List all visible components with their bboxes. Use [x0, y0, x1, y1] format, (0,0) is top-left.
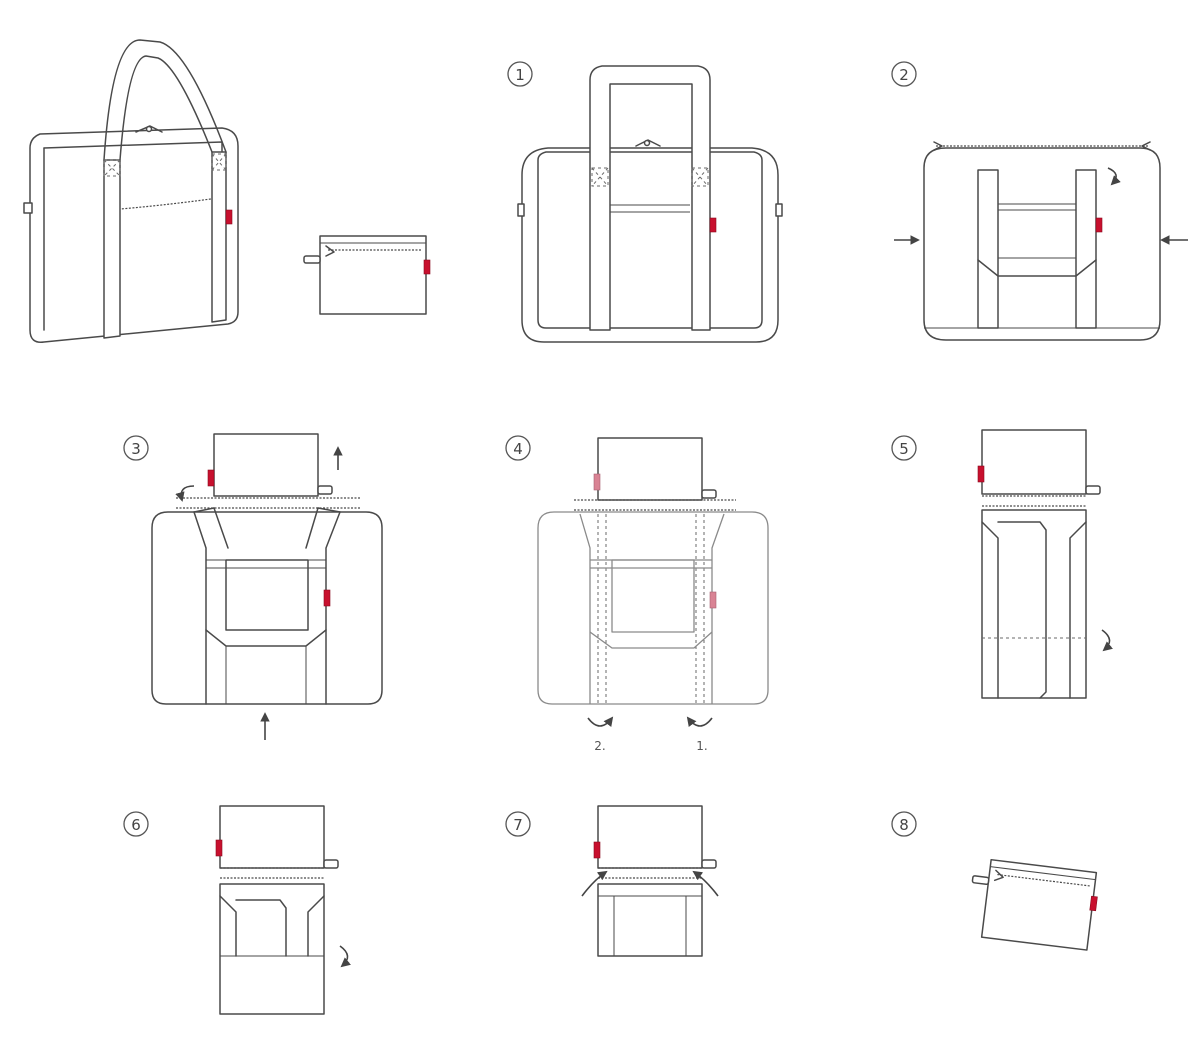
step-4-badge: 4 [505, 435, 531, 461]
curved-arrow-icon [581, 870, 608, 897]
curved-arrow-icon [1107, 167, 1121, 186]
step-6-number: 6 [131, 816, 141, 834]
step-8-diagram [971, 858, 1098, 951]
step-6-diagram [215, 805, 351, 1015]
step-5-number: 5 [899, 440, 909, 458]
step-4-sublabel-1: 1. [696, 739, 707, 753]
brand-tag-icon [593, 473, 601, 491]
brand-tag-icon [977, 465, 985, 483]
curved-arrow-icon [587, 716, 614, 728]
step-3-badge: 3 [123, 435, 149, 461]
curved-arrow-icon [339, 945, 351, 968]
curved-arrow-icon [686, 716, 713, 728]
step-2-diagram [894, 141, 1188, 341]
step-2-number: 2 [899, 66, 909, 84]
zipper-pull-icon [635, 139, 661, 147]
curved-arrow-icon [175, 485, 195, 502]
brand-tag-icon [215, 839, 223, 857]
brand-tag-icon [423, 259, 431, 275]
zipper-pull-icon [135, 125, 163, 133]
step-7-badge: 7 [505, 811, 531, 837]
brand-tag-icon [1095, 217, 1103, 233]
brand-tag-icon [207, 469, 215, 487]
brand-tag-icon [709, 217, 717, 233]
curved-arrow-icon [692, 870, 719, 897]
brand-tag-icon [225, 209, 233, 225]
step-8-number: 8 [899, 816, 909, 834]
step-4-sublabel-2: 2. [594, 739, 605, 753]
step-6-badge: 6 [123, 811, 149, 837]
step-8-badge: 8 [891, 811, 917, 837]
step-7-number: 7 [513, 816, 523, 834]
step-1-number: 1 [515, 66, 525, 84]
step-5-badge: 5 [891, 435, 917, 461]
curved-arrow-icon [1101, 629, 1113, 652]
step-7-diagram [581, 805, 719, 957]
step-5-diagram [977, 429, 1113, 699]
overview-open-bag [23, 39, 239, 343]
step-4-number: 4 [513, 440, 523, 458]
step-3-number: 3 [131, 440, 141, 458]
brand-tag-icon [593, 841, 601, 859]
step-3-diagram [151, 433, 383, 740]
step-2-badge: 2 [891, 61, 917, 87]
brand-tag-icon [1089, 895, 1098, 912]
brand-tag-icon [323, 589, 331, 607]
step-1-badge: 1 [507, 61, 533, 87]
overview-folded-pouch [303, 235, 431, 315]
step-4-diagram: 2. 1. [537, 437, 769, 753]
brand-tag-icon [709, 591, 717, 609]
step-1-diagram [517, 65, 783, 343]
